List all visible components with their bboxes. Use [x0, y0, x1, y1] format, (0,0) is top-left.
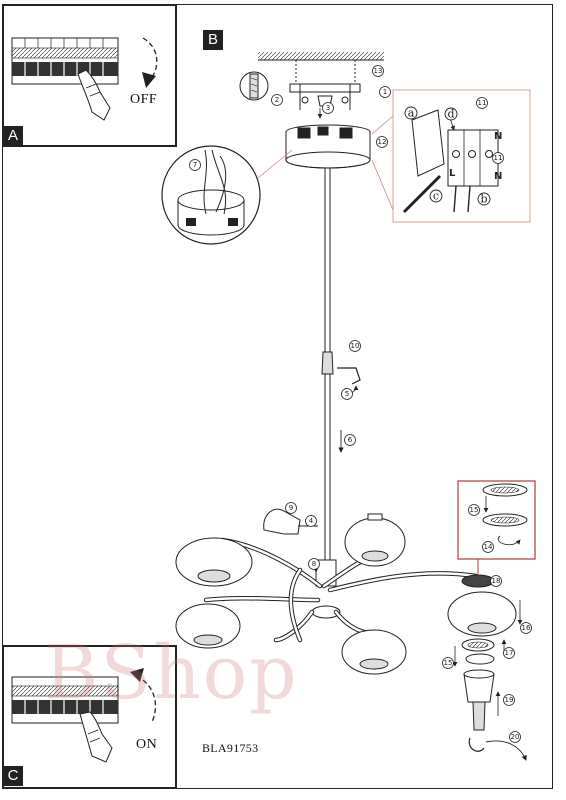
svg-text:b: b [480, 193, 487, 206]
glass-shade-upper-right [345, 514, 405, 566]
svg-text:13: 13 [374, 67, 383, 75]
terminal-letter: N [494, 131, 502, 142]
step-marker-2: 2 [272, 95, 283, 106]
callout-letter-d: d [445, 108, 457, 121]
step-marker-12: 12 [377, 137, 388, 148]
svg-text:11: 11 [494, 154, 503, 162]
step-marker-13: 13 [373, 66, 384, 77]
svg-text:9: 9 [289, 504, 293, 512]
callout-letter-a: a [405, 107, 417, 120]
terminal-letter-n-bottom: N [494, 171, 502, 182]
switch-on-arrowhead [130, 668, 144, 682]
glass-shade-upper-left [176, 538, 252, 586]
screw-and-anchor [240, 72, 268, 100]
svg-text:10: 10 [351, 342, 360, 350]
step-marker-1: 1 [380, 87, 391, 98]
shade-assembly-detail-box [458, 481, 535, 559]
switch-on-arrow [136, 676, 155, 722]
svg-text:8: 8 [312, 560, 316, 568]
terminal-letter-n-top: N [494, 131, 502, 142]
terminal-letter-l: L [449, 168, 456, 179]
ceiling-surface [258, 52, 384, 60]
svg-text:3: 3 [326, 104, 330, 112]
step-marker-18: 18 [491, 576, 502, 587]
svg-text:a: a [408, 107, 415, 120]
switch-off-caption: OFF [130, 92, 157, 108]
svg-text:15: 15 [470, 506, 479, 514]
step-marker-8: 8 [309, 559, 320, 570]
step-marker-9: 9 [286, 503, 297, 514]
mounting-bracket [290, 60, 360, 110]
wiring-detail-magnifier [162, 146, 260, 244]
svg-text:2: 2 [275, 96, 279, 104]
step-marker-3: 3 [323, 103, 334, 114]
ceiling-canopy [286, 125, 370, 168]
step-marker-16: 16 [521, 623, 532, 634]
callout-letter-b: b [478, 193, 490, 206]
step-marker-5: 5 [342, 389, 353, 400]
magnifier-callout-line [258, 150, 292, 178]
breaker-panel-off [12, 38, 118, 120]
step-marker-11: 11 [477, 98, 488, 109]
step-marker-6: 6 [345, 435, 356, 446]
step-marker-14: 14 [483, 542, 494, 553]
svg-text:4: 4 [309, 517, 314, 525]
callout-letter-c: c [430, 190, 442, 203]
suspension-rod [322, 168, 333, 560]
svg-text:14: 14 [484, 543, 493, 551]
breaker-panel-on [12, 677, 118, 762]
step-marker-7: 7 [190, 160, 201, 171]
svg-text:7: 7 [193, 161, 197, 169]
step-marker-10: 10 [350, 341, 361, 352]
svg-text:15: 15 [444, 659, 453, 667]
svg-text:19: 19 [505, 696, 514, 704]
step-marker-15: 15 [443, 658, 454, 669]
hex-key-tool [337, 368, 360, 384]
svg-text:18: 18 [492, 577, 501, 585]
switch-on-caption: ON [136, 737, 157, 753]
step-marker-4: 4 [306, 516, 317, 527]
step-marker-17: 17 [504, 648, 515, 659]
step-marker-11b: 11 [493, 153, 504, 164]
model-code: BLA91753 [202, 741, 258, 756]
svg-text:6: 6 [348, 436, 353, 444]
svg-text:20: 20 [511, 733, 520, 741]
svg-text:5: 5 [345, 390, 349, 398]
svg-text:12: 12 [378, 138, 387, 146]
svg-text:c: c [433, 190, 439, 203]
svg-text:16: 16 [522, 624, 531, 632]
step-marker-20: 20 [510, 732, 521, 743]
svg-text:1: 1 [383, 88, 387, 96]
glass-shade-lower-right [342, 630, 406, 674]
step-marker-15b: 15 [469, 505, 480, 516]
step-marker-19: 19 [504, 695, 515, 706]
svg-text:d: d [447, 108, 454, 121]
svg-text:11: 11 [478, 99, 487, 107]
svg-text:17: 17 [505, 649, 514, 657]
exploded-shade-parts [448, 575, 516, 751]
glass-shade-lower-left [176, 604, 240, 648]
